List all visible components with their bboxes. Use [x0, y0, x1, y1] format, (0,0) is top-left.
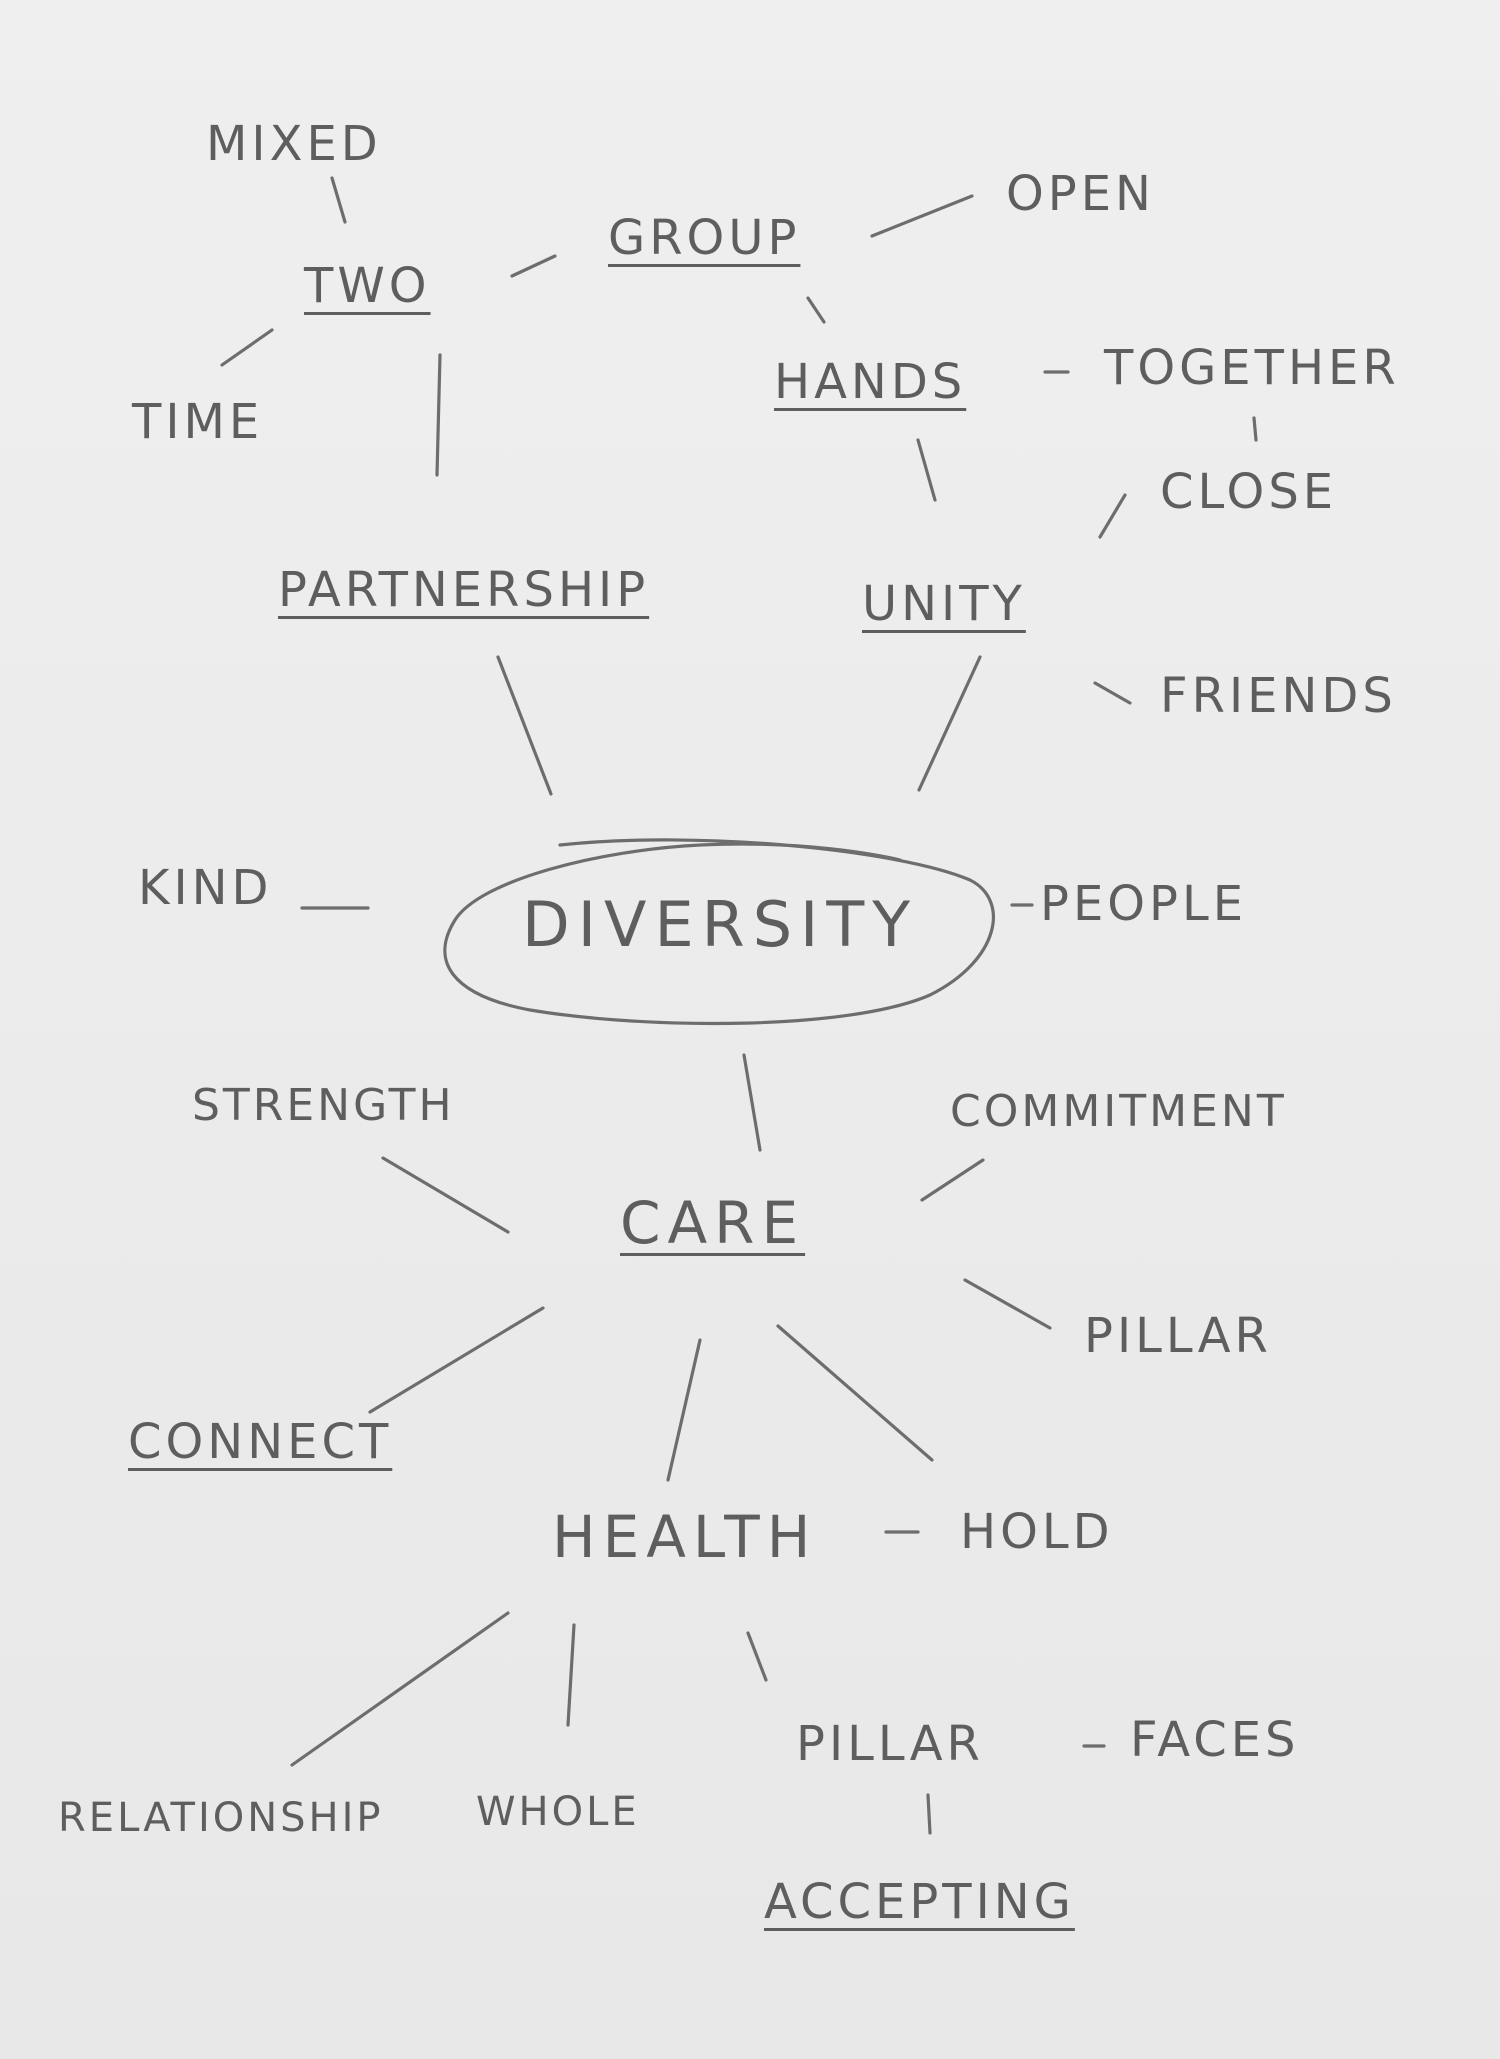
node-faces: FACES: [1130, 1712, 1300, 1768]
node-kind: KIND: [138, 860, 273, 916]
node-open: OPEN: [1006, 166, 1155, 222]
node-close: CLOSE: [1160, 464, 1338, 520]
node-pillar-health: PILLAR: [796, 1716, 984, 1772]
node-relationship: RELATIONSHIP: [58, 1795, 384, 1841]
node-people: PEOPLE: [1040, 876, 1248, 932]
node-group: GROUP: [608, 210, 801, 266]
link-health-whole: [566, 1623, 576, 1727]
node-time: TIME: [132, 394, 264, 450]
node-connect: CONNECT: [128, 1414, 393, 1470]
link-hands-unity: [916, 438, 937, 502]
link-care-connect: [368, 1306, 545, 1414]
node-friends: FRIENDS: [1160, 668, 1397, 724]
node-strength: STRENGTH: [192, 1080, 455, 1131]
node-accepting: ACCEPTING: [764, 1874, 1075, 1930]
node-health: HEALTH: [552, 1503, 818, 1571]
node-diversity-center: DIVERSITY: [522, 888, 919, 961]
link-care-pillar: [963, 1278, 1052, 1330]
link-commitment-care: [920, 1158, 985, 1202]
link-health-pillar: [746, 1631, 768, 1682]
link-time-two: [220, 328, 274, 367]
link-together-close: [1252, 416, 1258, 442]
link-care-health: [666, 1338, 702, 1482]
node-pillar-care: PILLAR: [1084, 1308, 1272, 1364]
node-commitment: COMMITMENT: [950, 1086, 1287, 1137]
link-two-group: [510, 254, 557, 278]
link-diversity-care: [742, 1053, 762, 1152]
node-partnership: PARTNERSHIP: [278, 562, 650, 618]
node-unity: UNITY: [862, 576, 1026, 632]
node-mixed: MIXED: [206, 116, 382, 172]
node-two: TWO: [304, 258, 431, 314]
link-unity-close: [1098, 493, 1127, 539]
link-group-hands: [806, 296, 826, 324]
link-pillar-accepting: [926, 1793, 932, 1835]
link-unity-friends: [1093, 681, 1132, 705]
link-partnership-diversity: [496, 655, 553, 796]
node-care: CARE: [620, 1189, 806, 1257]
link-health-relationship: [290, 1611, 510, 1767]
link-group-open: [870, 194, 974, 238]
link-two-partnership: [435, 353, 442, 477]
link-care-hold-diag: [776, 1324, 934, 1462]
node-hands: HANDS: [774, 354, 967, 410]
node-together: TOGETHER: [1104, 340, 1400, 396]
link-strength-care: [381, 1156, 510, 1234]
link-mixed-two: [330, 176, 347, 224]
link-unity-diversity: [917, 655, 982, 792]
node-hold: HOLD: [960, 1504, 1114, 1560]
diversity-ellipse: [443, 838, 995, 1026]
node-whole: WHOLE: [476, 1789, 640, 1835]
